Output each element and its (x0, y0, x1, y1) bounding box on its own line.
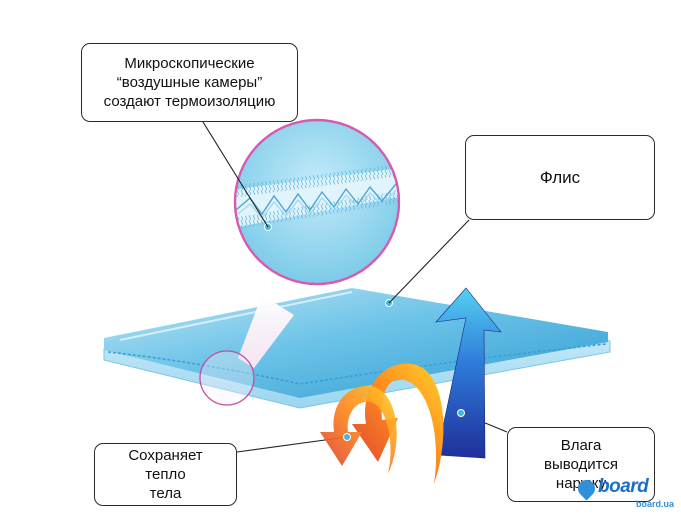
air-chambers-line2: “воздушные камеры” (116, 74, 263, 91)
magnifier (199, 118, 401, 406)
air-chambers-callout: Микроскопические “воздушные камеры” созд… (81, 43, 298, 122)
heat-line2: тепло (145, 466, 186, 483)
moisture-arrow (435, 287, 502, 459)
logo-domain: board.ua (636, 499, 675, 509)
heat-callout: Сохраняет тепло тела (94, 443, 237, 506)
moisture-line1: Влага (560, 437, 602, 454)
moisture-line2: выводится (543, 456, 619, 473)
heat-arrow (320, 363, 444, 484)
fleece-label: Флис (539, 168, 581, 187)
logo-word: board (598, 476, 649, 497)
air-chambers-line3: создают термоизоляцию (103, 93, 276, 110)
fleece-callout: Флис (465, 135, 655, 220)
heat-line1: Сохраняет (128, 447, 203, 464)
board-logo: board board.ua (574, 476, 678, 518)
moisture-callout: Влага выводится наружу (507, 427, 655, 502)
logo-drop-icon (574, 476, 599, 501)
air-chambers-line1: Микроскопические (124, 55, 255, 72)
heat-line3: тела (149, 485, 182, 502)
